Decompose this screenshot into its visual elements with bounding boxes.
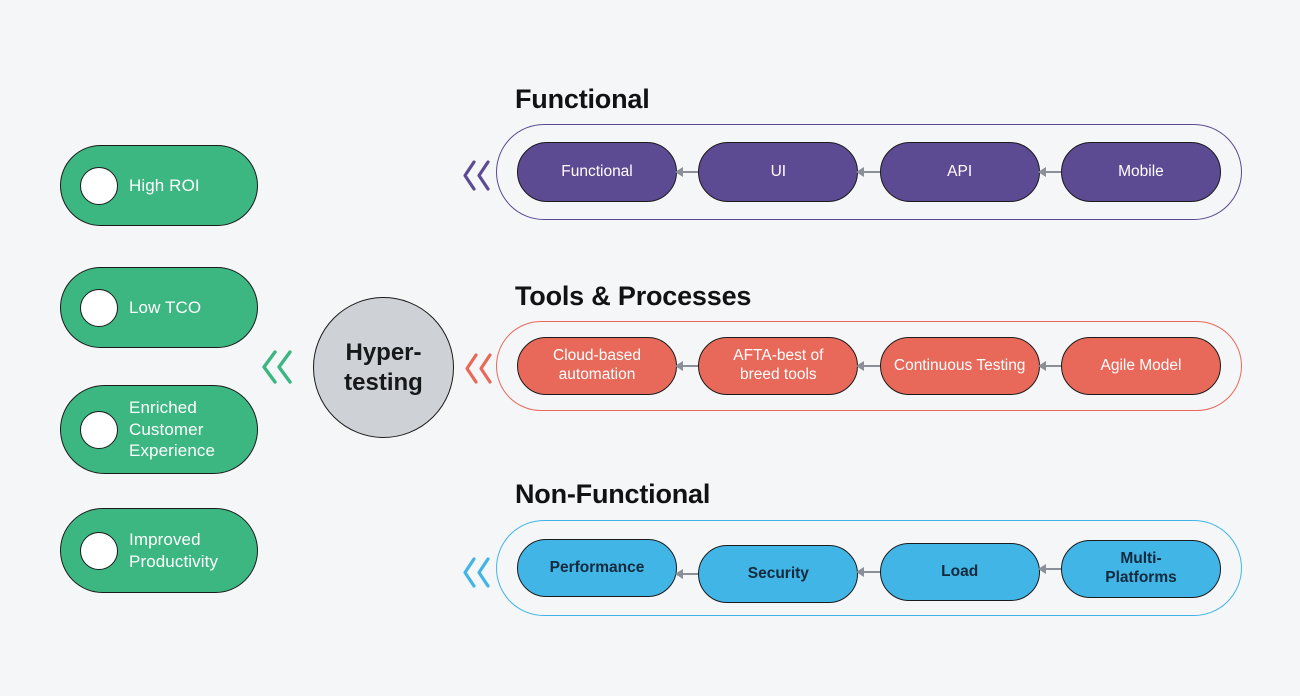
- benefit-dot-icon: [80, 531, 118, 570]
- node-pill: UI: [698, 142, 859, 202]
- benefit-label: Low TCO: [129, 297, 202, 317]
- node-pill: Performance: [517, 539, 677, 597]
- node-label: Mobile: [1118, 162, 1164, 180]
- node-pill: Mobile: [1060, 142, 1221, 202]
- chevron-left-red-icon: [464, 352, 493, 385]
- arrow-left-icon: [675, 166, 699, 178]
- chevron-left-blue-icon: [462, 556, 491, 589]
- section-title-tools-processes: Tools & Processes: [515, 281, 752, 311]
- benefit-dot-icon: [80, 410, 118, 449]
- arrow-left-icon: [675, 568, 699, 580]
- node-pill: Functional: [517, 142, 677, 202]
- benefit-pill-productivity: Improved Productivity: [60, 508, 258, 593]
- arrow-left-icon: [856, 166, 880, 178]
- arrow-left-icon: [675, 360, 699, 372]
- hub-label: Hyper-testing: [344, 338, 423, 396]
- node-label: Multi-Platforms: [1105, 550, 1177, 586]
- node-label: API: [947, 162, 973, 180]
- benefit-dot-icon: [80, 288, 118, 327]
- section-container-non-functional: Performance Security Load Multi-Platform…: [496, 520, 1242, 616]
- node-label: Performance: [549, 558, 645, 576]
- section-title-functional: Functional: [515, 84, 650, 114]
- node-pill: AFTA-best of breed tools: [698, 337, 859, 395]
- benefit-pill-low-tco: Low TCO: [60, 267, 258, 348]
- node-label: Security: [747, 564, 809, 582]
- hub-circle: Hyper-testing: [313, 297, 454, 438]
- benefit-label: High ROI: [129, 175, 200, 195]
- node-label: UI: [770, 162, 787, 180]
- arrow-left-icon: [1037, 563, 1061, 575]
- node-pill: Load: [879, 543, 1040, 601]
- node-pill: Continuous Testing: [879, 337, 1040, 395]
- arrow-left-icon: [1037, 360, 1061, 372]
- node-label: Cloud-based automation: [553, 347, 641, 383]
- benefit-dot-icon: [80, 166, 118, 205]
- arrow-left-icon: [1037, 166, 1061, 178]
- node-label: Agile Model: [1100, 356, 1182, 374]
- benefit-label: Enriched Customer Experience: [129, 397, 216, 461]
- node-pill: Security: [698, 545, 859, 603]
- chevron-left-purple-icon: [462, 159, 491, 192]
- node-label: Functional: [561, 162, 633, 180]
- node-label: Continuous Testing: [893, 356, 1026, 374]
- node-pill: Agile Model: [1060, 337, 1221, 395]
- node-label: Load: [941, 562, 979, 580]
- arrow-left-icon: [856, 566, 880, 578]
- benefit-pill-high-roi: High ROI: [60, 145, 258, 226]
- arrow-left-icon: [856, 360, 880, 372]
- chevron-left-green-icon: [261, 349, 293, 385]
- node-label: AFTA-best of breed tools: [733, 347, 824, 383]
- section-container-functional: Functional UI API Mobile: [496, 124, 1242, 220]
- benefit-pill-customer-experience: Enriched Customer Experience: [60, 385, 258, 474]
- node-pill: Cloud-based automation: [517, 337, 677, 395]
- node-pill: API: [879, 142, 1040, 202]
- benefit-label: Improved Productivity: [129, 529, 219, 571]
- section-title-non-functional: Non-Functional: [515, 479, 711, 509]
- node-pill: Multi-Platforms: [1060, 540, 1221, 598]
- section-container-tools: Cloud-based automation AFTA-best of bree…: [496, 321, 1242, 411]
